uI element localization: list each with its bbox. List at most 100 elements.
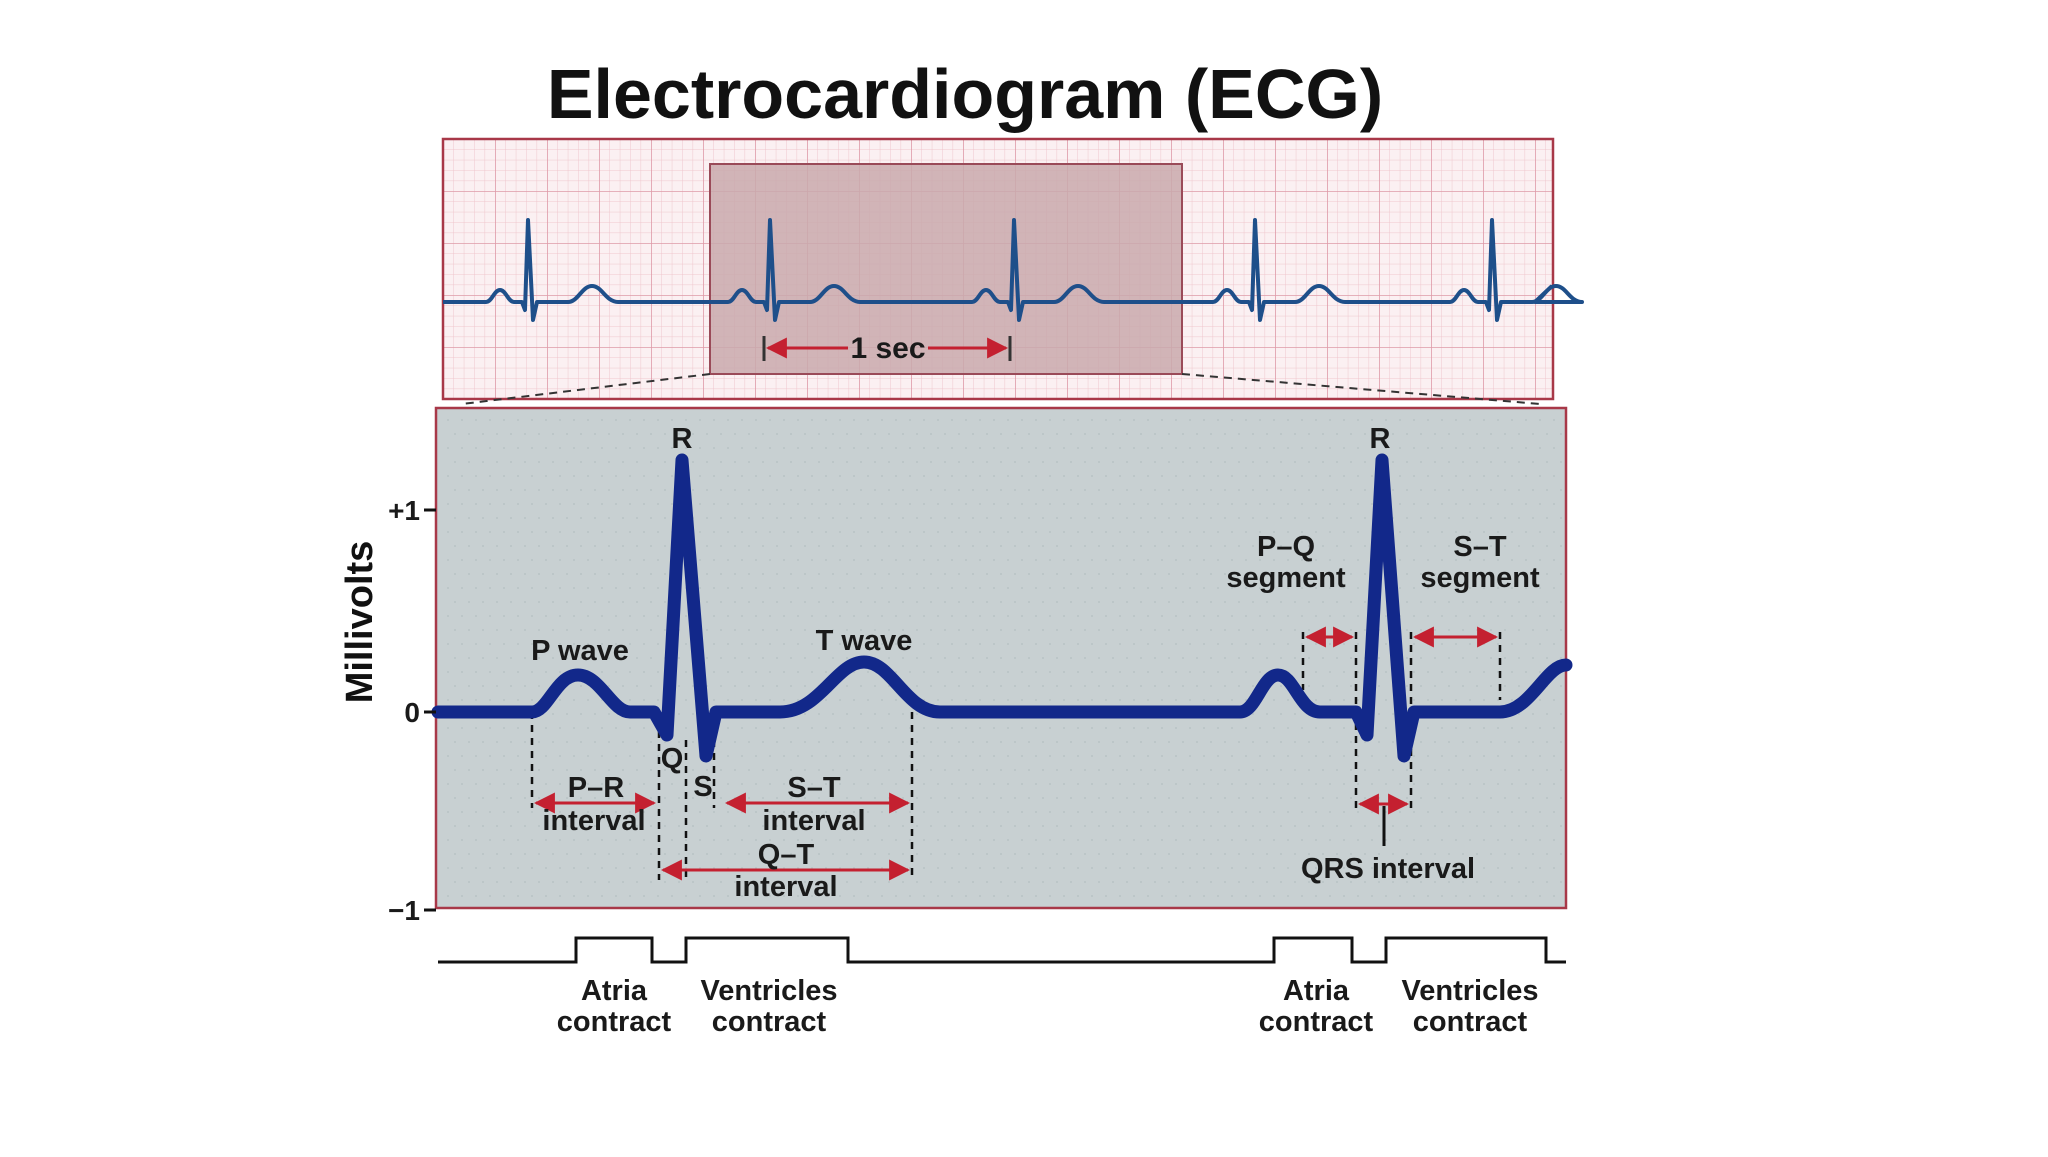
axis-title: Millivolts — [339, 541, 381, 704]
texture-dot — [860, 769, 862, 771]
texture-dot — [909, 727, 911, 729]
texture-dot — [447, 447, 449, 449]
texture-dot — [1546, 573, 1548, 575]
texture-dot — [916, 853, 918, 855]
texture-dot — [881, 699, 883, 701]
texture-dot — [979, 531, 981, 533]
texture-dot — [811, 447, 813, 449]
texture-dot — [538, 489, 540, 491]
texture-dot — [1301, 475, 1303, 477]
texture-dot — [1042, 797, 1044, 799]
texture-dot — [1063, 895, 1065, 897]
texture-dot — [1224, 825, 1226, 827]
texture-dot — [489, 475, 491, 477]
texture-dot — [664, 517, 666, 519]
texture-dot — [1168, 489, 1170, 491]
texture-dot — [1427, 671, 1429, 673]
texture-dot — [1301, 895, 1303, 897]
texture-dot — [1280, 461, 1282, 463]
texture-dot — [713, 643, 715, 645]
texture-dot — [776, 517, 778, 519]
texture-dot — [629, 671, 631, 673]
texture-dot — [1308, 601, 1310, 603]
texture-dot — [1511, 419, 1513, 421]
texture-dot — [1161, 531, 1163, 533]
texture-dot — [454, 573, 456, 575]
texture-dot — [1322, 657, 1324, 659]
texture-dot — [706, 629, 708, 631]
texture-dot — [846, 545, 848, 547]
texture-dot — [958, 629, 960, 631]
texture-dot — [1105, 419, 1107, 421]
texture-dot — [1245, 503, 1247, 505]
texture-dot — [713, 811, 715, 813]
texture-dot — [972, 601, 974, 603]
texture-dot — [860, 517, 862, 519]
texture-dot — [1140, 489, 1142, 491]
texture-dot — [552, 657, 554, 659]
texture-dot — [1413, 615, 1415, 617]
texture-dot — [559, 475, 561, 477]
texture-dot — [1035, 727, 1037, 729]
texture-dot — [1119, 447, 1121, 449]
texture-dot — [1161, 475, 1163, 477]
texture-dot — [1000, 629, 1002, 631]
texture-dot — [1063, 559, 1065, 561]
texture-dot — [461, 727, 463, 729]
texture-dot — [580, 489, 582, 491]
texture-dot — [706, 545, 708, 547]
texture-dot — [1182, 433, 1184, 435]
texture-dot — [1007, 615, 1009, 617]
texture-dot — [1315, 587, 1317, 589]
texture-dot — [874, 433, 876, 435]
texture-dot — [720, 629, 722, 631]
texture-dot — [510, 573, 512, 575]
texture-dot — [825, 839, 827, 841]
texture-dot — [1301, 503, 1303, 505]
texture-dot — [951, 559, 953, 561]
texture-dot — [1196, 741, 1198, 743]
texture-dot — [706, 489, 708, 491]
texture-dot — [615, 503, 617, 505]
texture-dot — [965, 419, 967, 421]
texture-dot — [1455, 727, 1457, 729]
texture-dot — [608, 517, 610, 519]
texture-dot — [1413, 475, 1415, 477]
texture-dot — [524, 797, 526, 799]
texture-dot — [657, 643, 659, 645]
texture-dot — [657, 475, 659, 477]
texture-dot — [1406, 573, 1408, 575]
texture-dot — [1441, 615, 1443, 617]
texture-dot — [867, 559, 869, 561]
texture-dot — [615, 867, 617, 869]
texture-dot — [1203, 895, 1205, 897]
texture-dot — [1028, 769, 1030, 771]
millivolts-axis: Millivolts +1 0 −1 — [339, 495, 436, 926]
texture-dot — [1420, 489, 1422, 491]
texture-dot — [1406, 657, 1408, 659]
texture-dot — [678, 741, 680, 743]
texture-dot — [776, 741, 778, 743]
texture-dot — [1378, 433, 1380, 435]
texture-dot — [496, 461, 498, 463]
texture-dot — [1119, 503, 1121, 505]
texture-dot — [1133, 503, 1135, 505]
texture-dot — [1350, 629, 1352, 631]
texture-dot — [629, 419, 631, 421]
texture-dot — [776, 853, 778, 855]
texture-dot — [1035, 755, 1037, 757]
texture-dot — [790, 685, 792, 687]
texture-dot — [1098, 517, 1100, 519]
texture-dot — [1000, 489, 1002, 491]
texture-dot — [874, 825, 876, 827]
texture-dot — [461, 699, 463, 701]
texture-dot — [762, 657, 764, 659]
texture-dot — [503, 867, 505, 869]
texture-dot — [1266, 881, 1268, 883]
texture-dot — [1007, 531, 1009, 533]
texture-dot — [804, 741, 806, 743]
texture-dot — [1364, 489, 1366, 491]
texture-dot — [1511, 755, 1513, 757]
texture-dot — [1119, 419, 1121, 421]
texture-dot — [1385, 699, 1387, 701]
